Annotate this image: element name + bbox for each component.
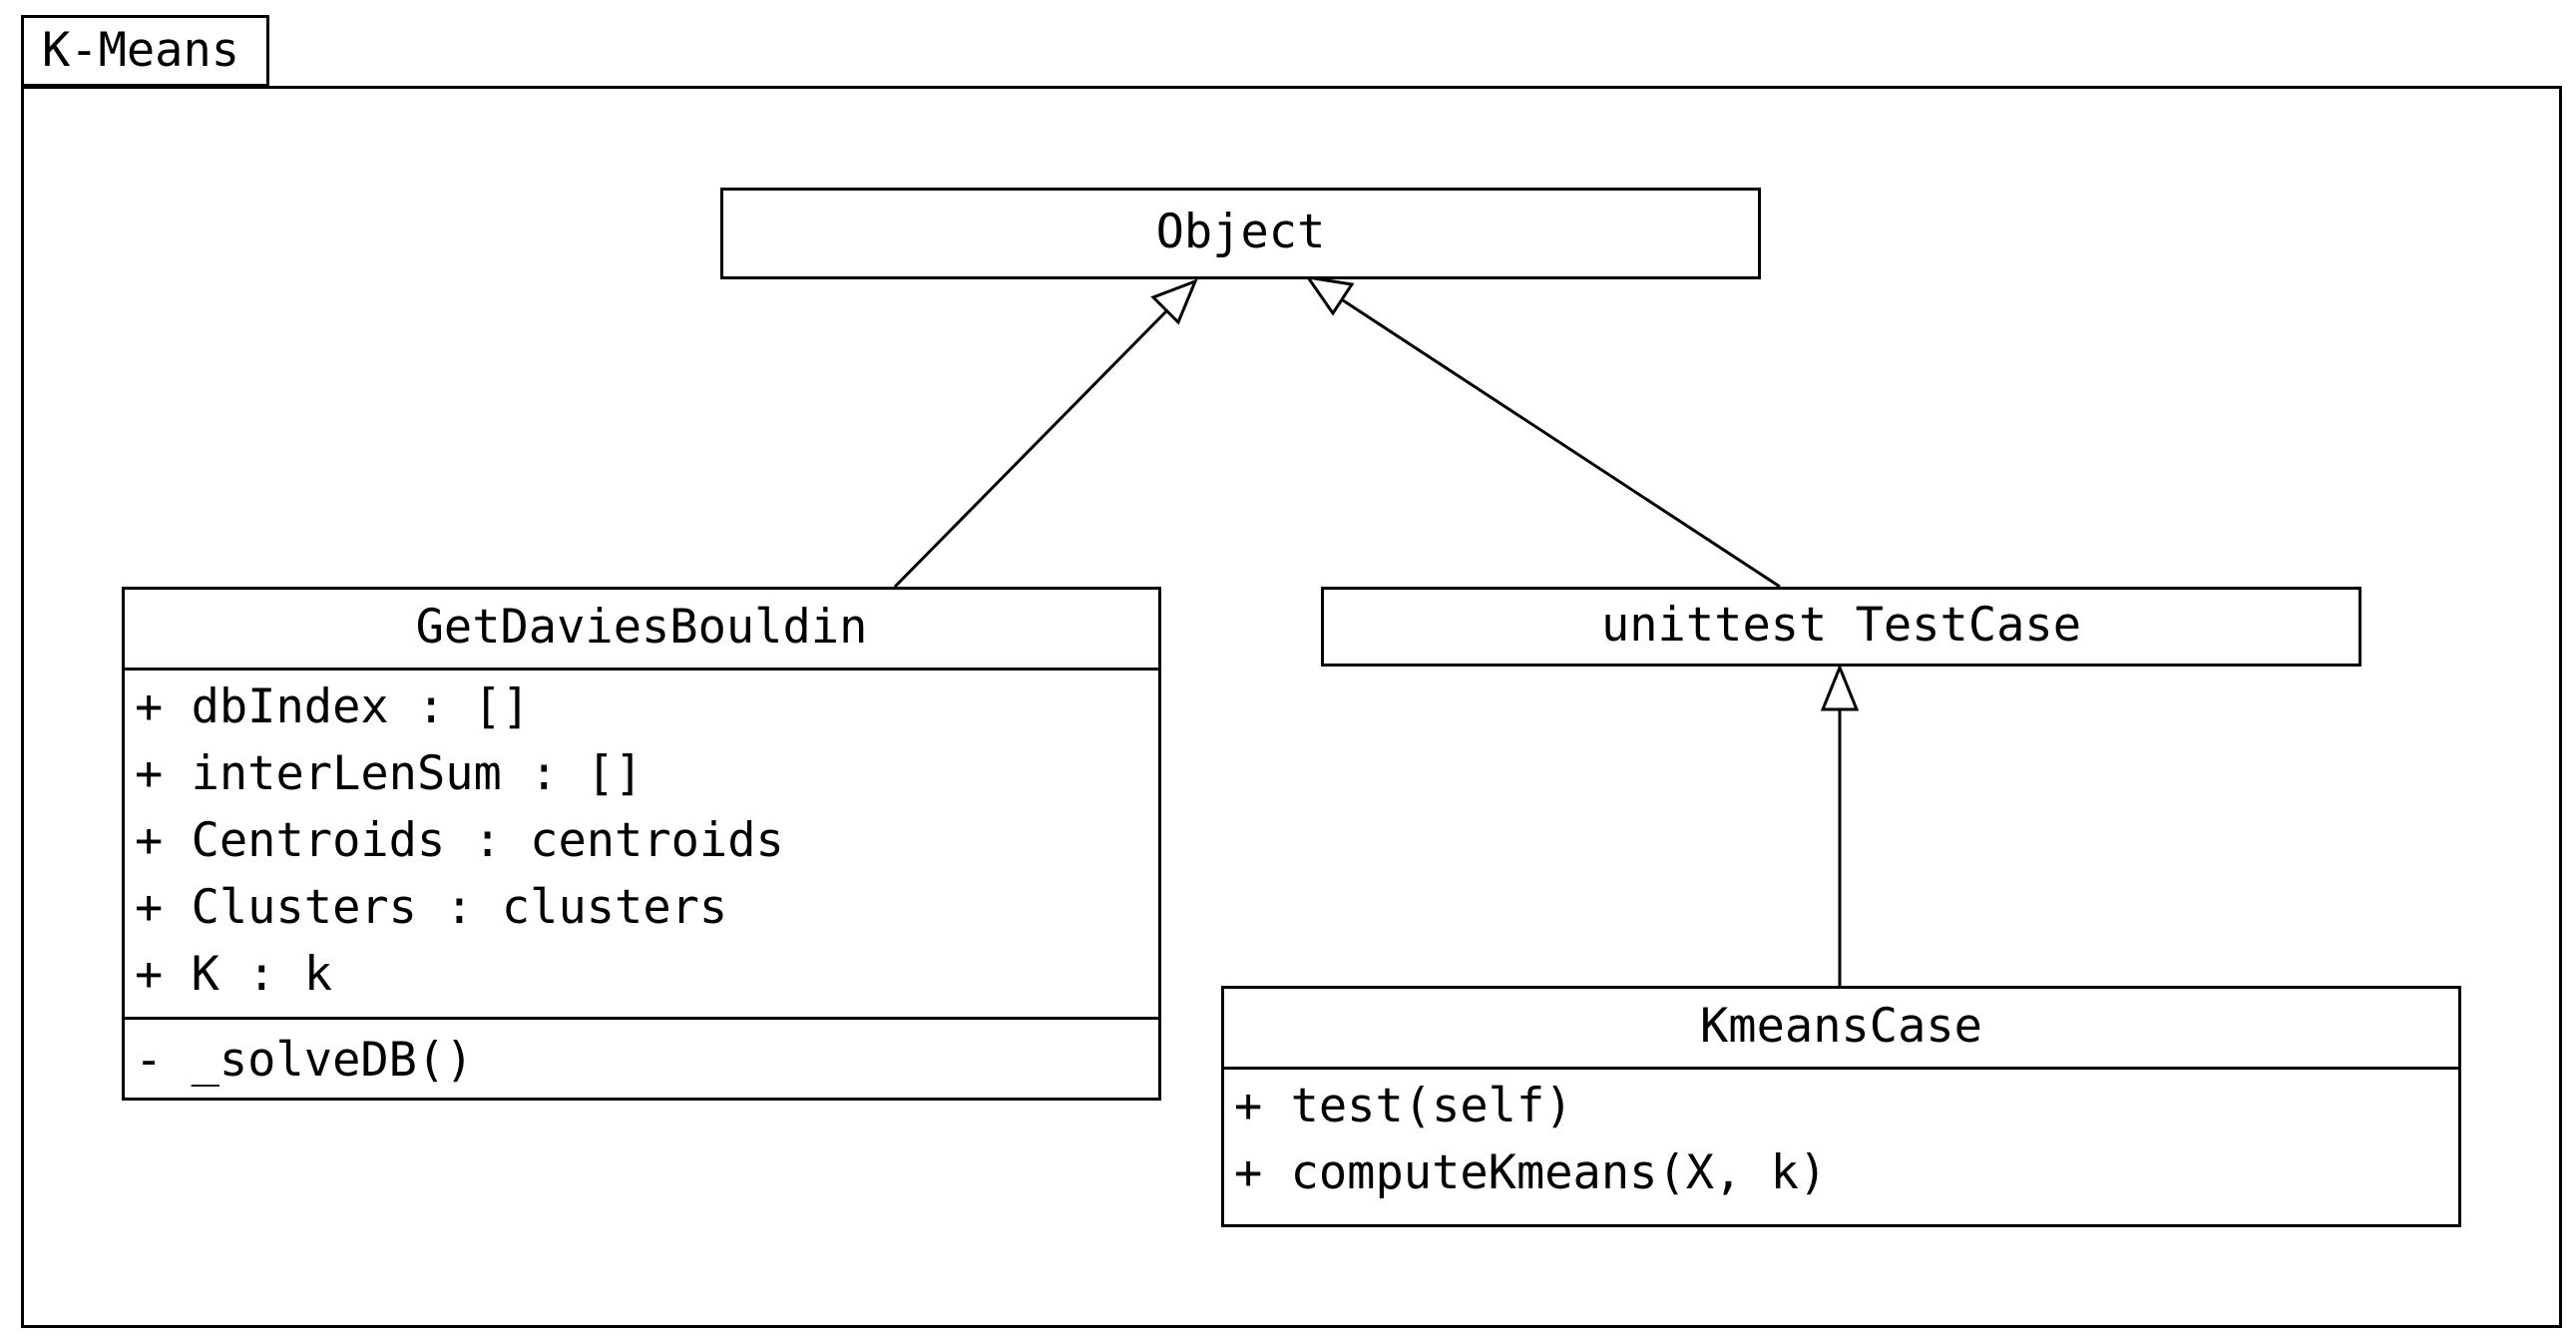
attribute: + Clusters : clusters bbox=[135, 880, 728, 935]
attribute: + interLenSum : [] bbox=[135, 746, 644, 801]
class-object[interactable]: Object bbox=[720, 188, 1761, 279]
class-getdaviesbouldin[interactable]: GetDaviesBouldin + dbIndex : [] + interL… bbox=[122, 587, 1161, 1101]
class-name: GetDaviesBouldin bbox=[415, 600, 868, 655]
generalization-getdaviesbouldin-object bbox=[893, 278, 1198, 589]
methods-section: - _solveDB() bbox=[125, 1017, 1158, 1095]
package-frame bbox=[21, 86, 2562, 1328]
class-name: KmeansCase bbox=[1700, 999, 1982, 1054]
class-kmeanscase[interactable]: KmeansCase + test(self) + computeKmeans(… bbox=[1221, 986, 2461, 1227]
class-unittest-testcase[interactable]: unittest TestCase bbox=[1321, 587, 2361, 667]
method: + test(self) bbox=[1234, 1079, 1573, 1133]
package-name: K-Means bbox=[42, 23, 240, 78]
package-name-tab: K-Means bbox=[21, 15, 269, 87]
method: + computeKmeans(X, k) bbox=[1234, 1145, 1828, 1200]
method: - _solveDB() bbox=[135, 1033, 474, 1088]
class-name: unittest TestCase bbox=[1600, 598, 2082, 653]
generalization-kmeanscase-testcase bbox=[1820, 664, 1860, 986]
methods-section: + test(self) + computeKmeans(X, k) bbox=[1224, 1067, 2458, 1207]
attributes-section: + dbIndex : [] + interLenSum : [] + Cent… bbox=[125, 668, 1158, 1017]
attribute: + dbIndex : [] bbox=[135, 679, 531, 734]
generalization-testcase-object bbox=[1304, 274, 1781, 589]
attribute: + Centroids : centroids bbox=[135, 813, 784, 868]
attribute: + K : k bbox=[135, 947, 333, 1002]
class-name: Object bbox=[1155, 205, 1326, 259]
